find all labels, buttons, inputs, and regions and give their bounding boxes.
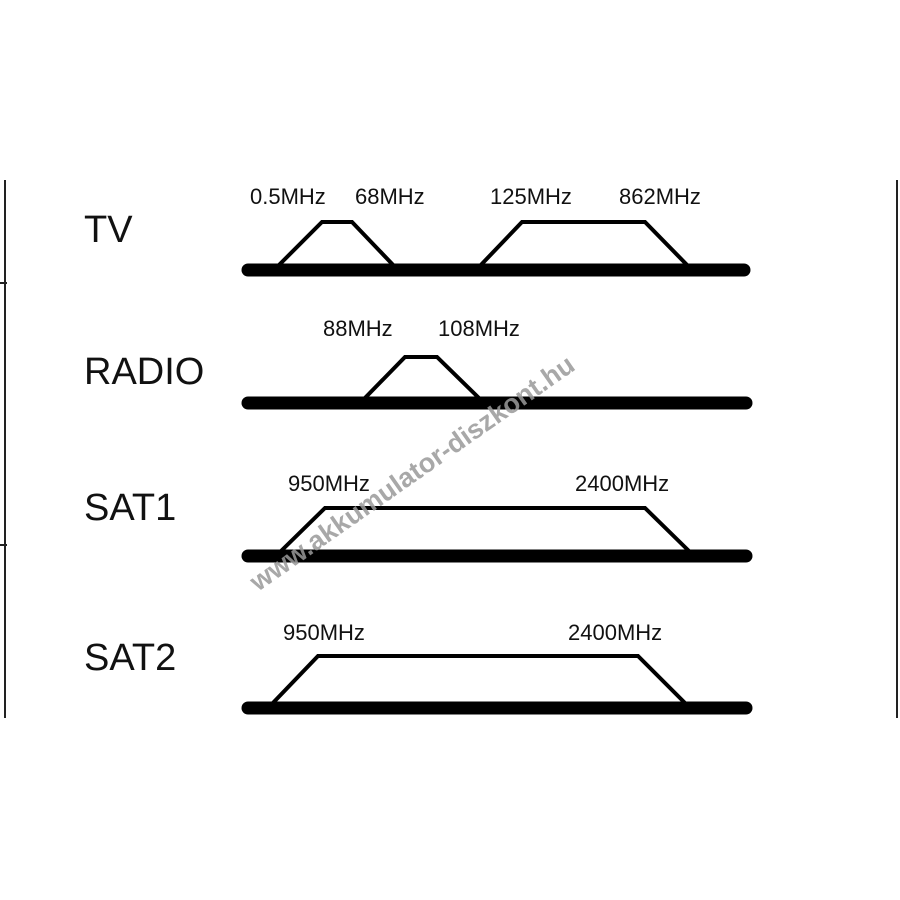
band-label: SAT2 [84,637,176,679]
band-radio: RADIO 88MHz 108MHz [84,316,753,410]
band-sat2: SAT2 950MHz 2400MHz [84,620,753,715]
band-trapezoid [274,220,398,270]
band-sat1: SAT1 950MHz 2400MHz [84,471,753,563]
freq-label: 68MHz [355,184,425,209]
freq-label: 950MHz [288,471,370,496]
freq-label: 125MHz [490,184,572,209]
band-label: SAT1 [84,487,176,529]
band-label: TV [84,209,133,251]
band-trapezoid [268,654,690,708]
freq-label: 2400MHz [575,471,669,496]
freq-label: 0.5MHz [250,184,326,209]
freq-label: 108MHz [438,316,520,341]
band-trapezoid [360,355,484,403]
band-label: RADIO [84,351,204,393]
band-trapezoid [276,506,694,556]
band-trapezoid [476,220,692,270]
freq-label: 950MHz [283,620,365,645]
freq-label: 862MHz [619,184,701,209]
freq-label: 2400MHz [568,620,662,645]
band-tv: TV 0.5MHz 68MHz 125MHz 862MHz [84,184,751,277]
freq-label: 88MHz [323,316,393,341]
